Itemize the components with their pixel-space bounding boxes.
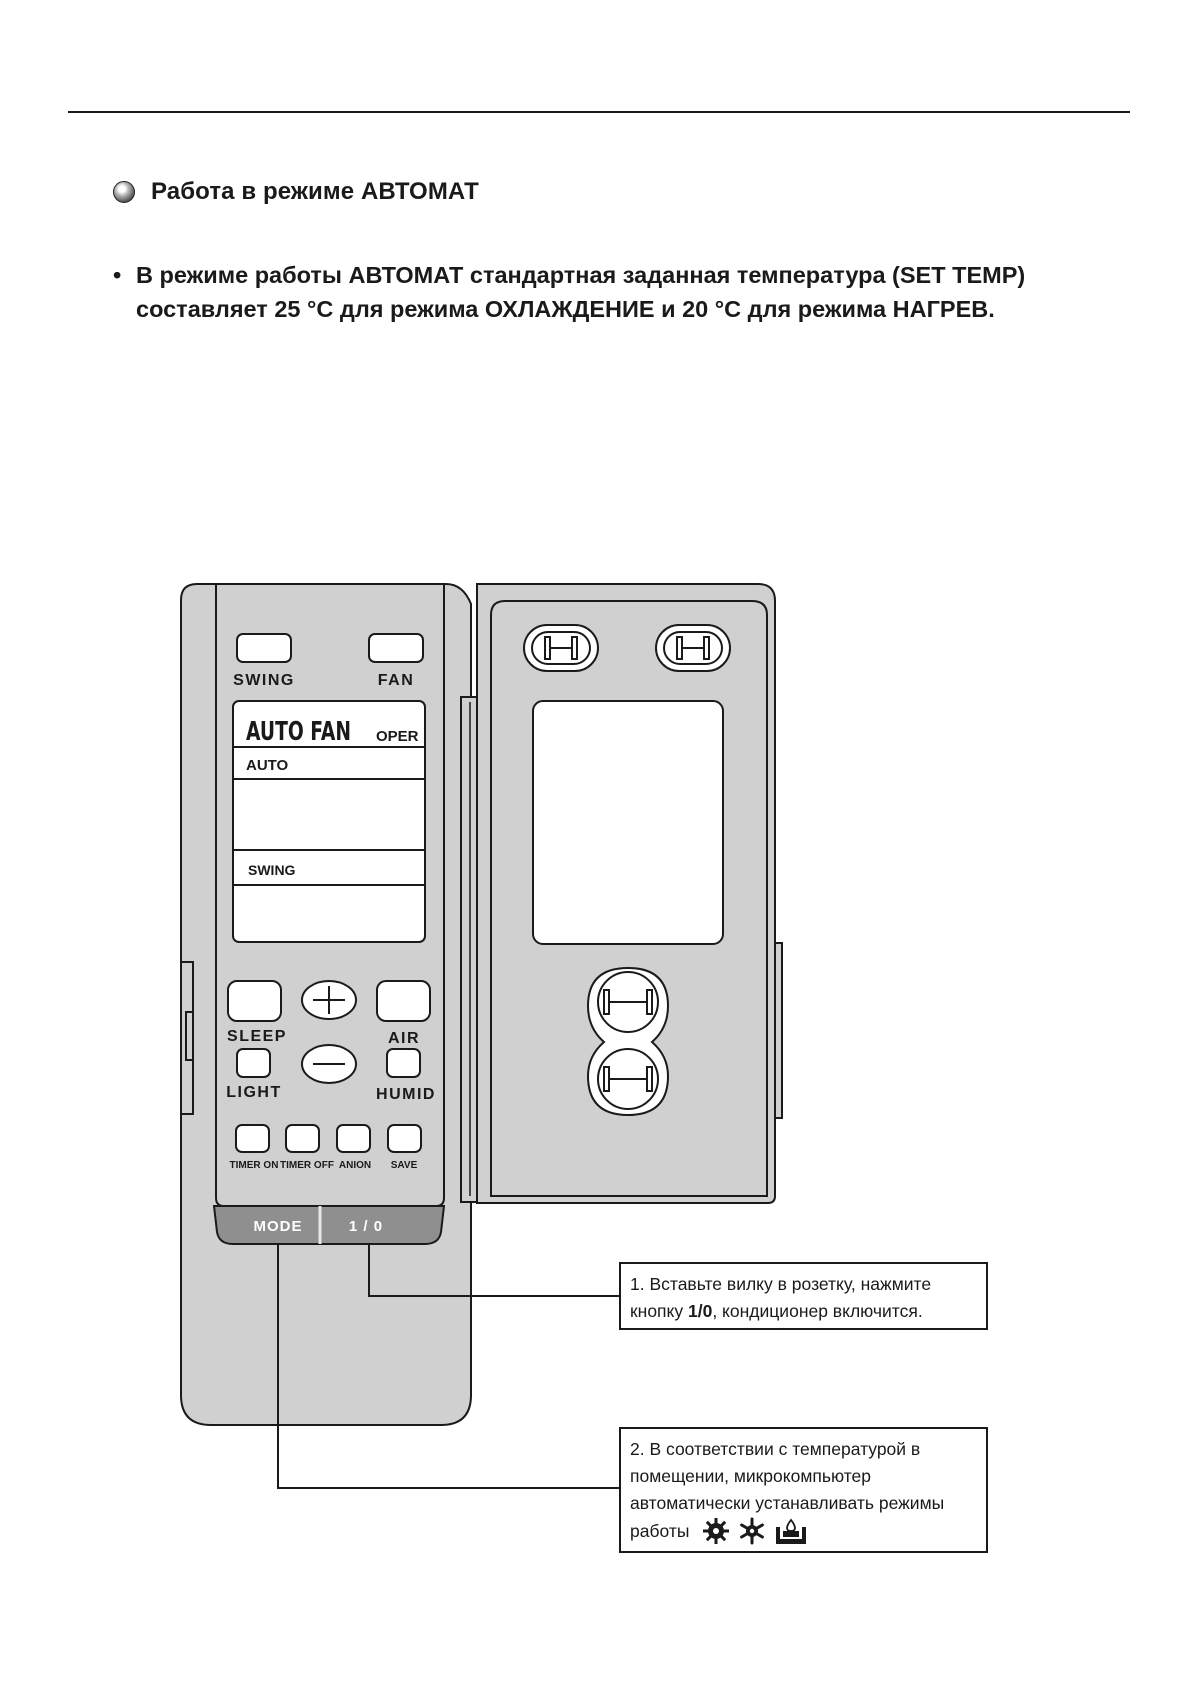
power-leader-line [368,1244,619,1297]
lcd-oper: OPER [376,728,419,745]
callout-1-key: 1/0 [688,1301,713,1321]
callout-step-1: 1. Вставьте вилку в розетку, нажмите кно… [619,1262,988,1330]
section-heading: Работа в режиме АВТОМАТ [113,178,479,206]
fan-label: FAN [378,672,415,689]
anion-button[interactable] [336,1124,371,1153]
lcd-mode-auto: AUTO [246,757,289,774]
timer-off-label: TIMER OFF [280,1160,334,1171]
lid-clip-left [523,624,599,672]
mode-leader-line [277,1244,619,1489]
timer-on-label: TIMER ON [230,1160,279,1171]
section-title: Работа в режиме АВТОМАТ [151,178,479,205]
dry-mode-icon [776,1518,807,1544]
heat-mode-icon [703,1518,730,1544]
top-rule [68,111,1130,113]
lcd-swing: SWING [248,862,296,878]
fan-button[interactable] [368,633,424,663]
callout-1-suffix: , кондиционер включится. [712,1301,923,1321]
callout-step-2: 2. В соответствии с температурой в помещ… [619,1427,988,1553]
bullet-dot: • [113,262,122,288]
air-button[interactable] [376,980,431,1022]
timer-on-button[interactable] [235,1124,270,1153]
auto-mode-note: • В режиме работы АВТОМАТ стандартная за… [113,258,1123,326]
humid-button[interactable] [386,1048,421,1078]
callout-2-text: 2. В соответствии с температурой в помещ… [630,1439,945,1541]
lid-clip-right [655,624,731,672]
swing-label: SWING [233,672,295,689]
save-label: SAVE [391,1160,418,1171]
callout-1-prefix: 1. Вставьте вилку в розетку, нажмите кно… [630,1274,932,1321]
swing-button[interactable] [236,633,292,663]
power-key[interactable]: 1 / 0 [349,1218,383,1235]
mode-icons [702,1517,808,1545]
lcd-display [232,700,426,943]
lid-clip-center [586,966,670,1117]
lid-window [532,700,724,945]
timer-off-button[interactable] [285,1124,320,1153]
light-button[interactable] [236,1048,271,1078]
bullet-ball-icon [113,181,135,203]
sleep-label: SLEEP [227,1028,287,1045]
air-label: AIR [388,1030,420,1047]
bottom-key-band [212,1205,446,1245]
light-label: LIGHT [226,1084,282,1101]
cool-mode-icon [740,1517,765,1545]
mode-key[interactable]: MODE [254,1218,303,1235]
anion-label: ANION [339,1160,371,1171]
humid-label: HUMID [376,1086,436,1103]
lcd-fan-auto: AUTO FAN [246,717,351,747]
save-button[interactable] [387,1124,422,1153]
note-line-1: В режиме работы АВТОМАТ стандартная зада… [136,262,1026,288]
sleep-button[interactable] [227,980,282,1022]
note-line-2: составляет 25 °С для режима ОХЛАЖДЕНИЕ и… [136,296,995,322]
